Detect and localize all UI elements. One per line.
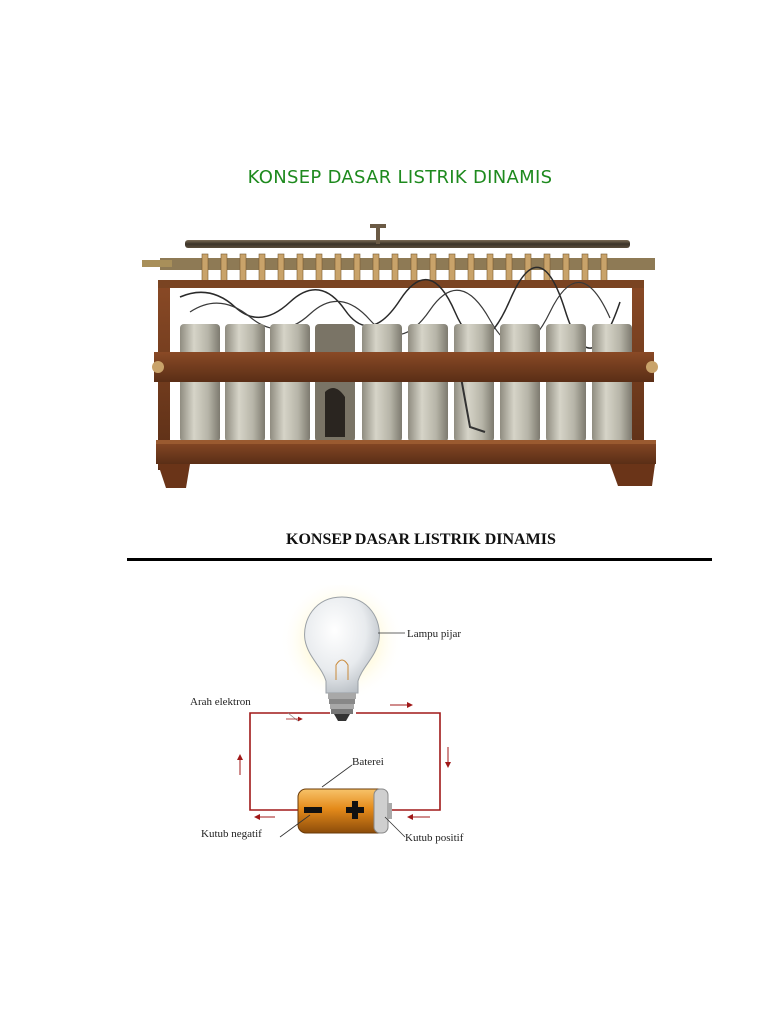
label-arah-elektron: Arah elektron — [190, 696, 251, 708]
light-bulb-icon — [280, 585, 404, 721]
circuit-diagram — [237, 585, 451, 838]
label-kutub-positif: Kutub positif — [405, 832, 464, 844]
horizontal-rule — [127, 558, 712, 561]
voltaic-battery-image — [142, 224, 658, 488]
label-kutub-negatif: Kutub negatif — [201, 828, 262, 840]
page-title: KONSEP DASAR LISTRIK DINAMIS — [247, 167, 553, 188]
section-heading: KONSEP DASAR LISTRIK DINAMIS — [286, 531, 556, 548]
battery-icon — [297, 788, 392, 834]
label-lampu-pijar: Lampu pijar — [407, 628, 462, 640]
label-baterei: Baterei — [352, 756, 384, 768]
